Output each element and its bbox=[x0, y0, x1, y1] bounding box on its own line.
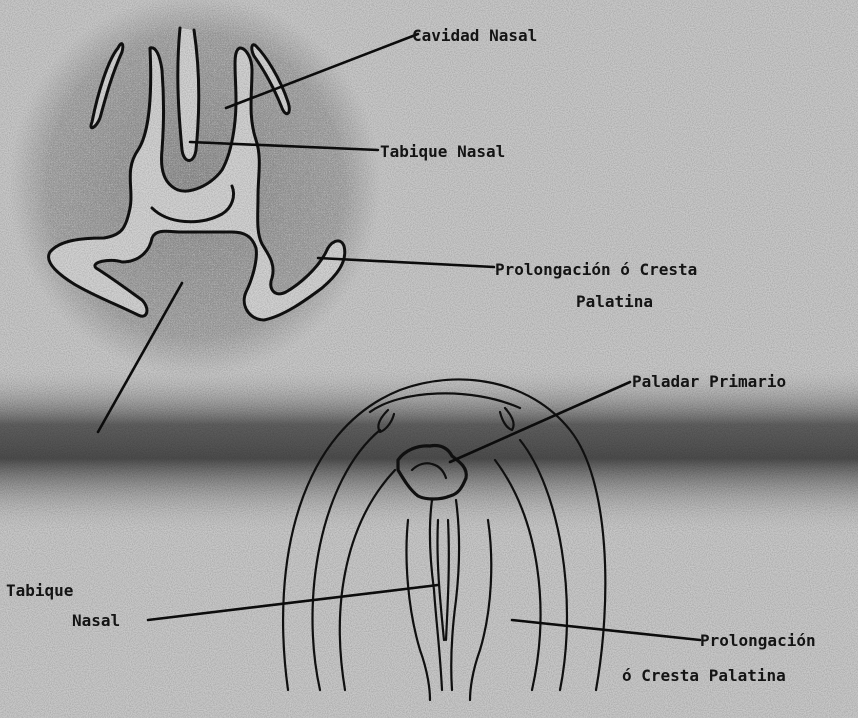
label-prolongacion-top-line1: Prolongación ó Cresta bbox=[495, 262, 697, 278]
label-prolongacion-top-line2: Palatina bbox=[576, 294, 653, 310]
label-tabique-bottom-line1: Tabique bbox=[6, 583, 73, 599]
label-tabique-nasal-top: Tabique Nasal bbox=[380, 144, 505, 160]
label-tabique-bottom-line2: Nasal bbox=[72, 613, 120, 629]
label-cavidad-nasal: Cavidad Nasal bbox=[412, 28, 537, 44]
label-prolongacion-bottom-line2: ó Cresta Palatina bbox=[622, 668, 786, 684]
label-paladar-primario: Paladar Primario bbox=[632, 374, 786, 390]
label-prolongacion-bottom-line1: Prolongación bbox=[700, 633, 816, 649]
